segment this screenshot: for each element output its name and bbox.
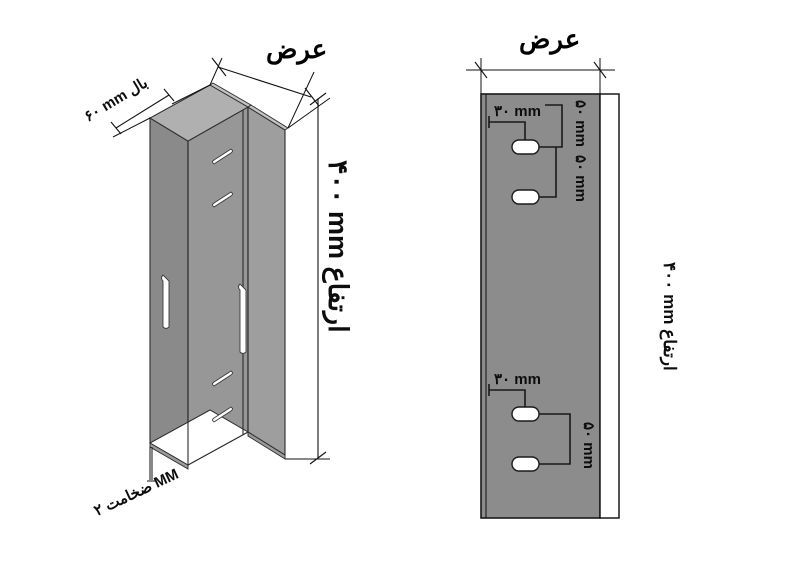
iso-width-tick-1 bbox=[211, 57, 227, 77]
front-dim-top-50mm-upper-leader bbox=[539, 104, 563, 148]
front-dim-bottom-30mm-leader bbox=[489, 389, 526, 407]
front-dim-top-30mm-leader bbox=[489, 121, 526, 140]
iso-width-tick-2 bbox=[304, 87, 320, 107]
front-dim-bottom-50mm-leader bbox=[539, 413, 571, 465]
front-width-tick-1 bbox=[474, 61, 488, 79]
front-slot-upper-2 bbox=[511, 189, 540, 205]
iso-flange-ext-line-2 bbox=[171, 84, 211, 105]
front-return-flange bbox=[599, 93, 620, 519]
iso-width-ext-line-2 bbox=[287, 71, 315, 129]
front-slot-lower-1 bbox=[511, 406, 540, 422]
iso-flange-dim-line bbox=[115, 94, 170, 129]
front-view-group: ۳۰ mm ۵۰ mm ۵۰ mm ۳۰ mm bbox=[466, 24, 679, 519]
iso-height-tick-top bbox=[309, 92, 327, 106]
iso-view-group: ۶۰ mm بال عرض ۴۰۰ mm ارتفاع bbox=[81, 34, 353, 520]
iso-flange-tick-2 bbox=[163, 88, 175, 102]
iso-top-edge-sliver bbox=[209, 82, 252, 108]
iso-height-ext-line-top bbox=[287, 97, 331, 129]
iso-long-slot-left bbox=[161, 274, 170, 329]
iso-height-dim-label: ۴۰۰ mm ارتفاع bbox=[321, 160, 353, 333]
iso-bottom-edge-left bbox=[149, 442, 189, 470]
front-width-tick-2 bbox=[593, 61, 607, 79]
iso-flange-dim-label: ۶۰ mm بال bbox=[81, 74, 150, 125]
front-width-title: عرض bbox=[519, 24, 580, 55]
iso-width-dim-line bbox=[217, 66, 312, 98]
iso-height-tick-bottom bbox=[309, 451, 327, 465]
iso-flange-ext-line-1 bbox=[112, 117, 151, 138]
iso-flange-tick-1 bbox=[110, 121, 122, 135]
front-dim-bottom-50mm: ۵۰ mm bbox=[539, 413, 597, 469]
front-dim-top-30mm: ۳۰ mm bbox=[488, 103, 541, 140]
front-plate-body bbox=[480, 93, 601, 519]
iso-thickness-label: ضخامت ۲ MM bbox=[92, 466, 182, 520]
iso-width-title: عرض bbox=[266, 34, 327, 65]
front-dim-bottom-30mm-label: ۳۰ mm bbox=[494, 371, 541, 388]
front-dim-top-30mm-label: ۳۰ mm bbox=[494, 103, 541, 120]
front-width-dimension: عرض bbox=[466, 24, 615, 94]
iso-slot-lower-1 bbox=[212, 370, 233, 387]
iso-width-dimension: عرض bbox=[209, 34, 327, 129]
iso-slot-lower-2 bbox=[212, 406, 233, 423]
front-height-dimension: ۴۰۰ mm ارتفاع bbox=[659, 262, 679, 371]
front-dim-top-50mm-lower-leader bbox=[539, 147, 557, 198]
front-slot-upper-1 bbox=[511, 139, 540, 155]
front-dim-top-50mm-lower-label: ۵۰ mm bbox=[572, 155, 589, 202]
front-dim-top-50mm-lower: ۵۰ mm bbox=[539, 147, 589, 202]
iso-slot-upper-2 bbox=[212, 191, 233, 208]
front-dim-bottom-30mm: ۳۰ mm bbox=[488, 371, 541, 407]
iso-slot-upper-1 bbox=[212, 148, 233, 165]
iso-right-flange-face bbox=[247, 106, 286, 456]
iso-height-dimension: ۴۰۰ mm ارتفاع bbox=[285, 92, 353, 465]
iso-slot-group-upper bbox=[212, 148, 233, 208]
iso-width-ext-line-1 bbox=[209, 57, 223, 86]
iso-slot-group-lower bbox=[212, 370, 233, 423]
front-dim-top-50mm-upper-label: ۵۰ mm bbox=[572, 100, 589, 147]
iso-long-slot-right bbox=[238, 283, 247, 354]
iso-thickness-note: ضخامت ۲ MM bbox=[92, 447, 182, 520]
front-dim-bottom-50mm-label: ۵۰ mm bbox=[580, 422, 597, 469]
front-slot-lower-2 bbox=[511, 456, 540, 472]
front-height-dim-label: ۴۰۰ mm ارتفاع bbox=[659, 262, 679, 371]
front-dim-top-50mm-upper: ۵۰ mm bbox=[539, 100, 589, 148]
